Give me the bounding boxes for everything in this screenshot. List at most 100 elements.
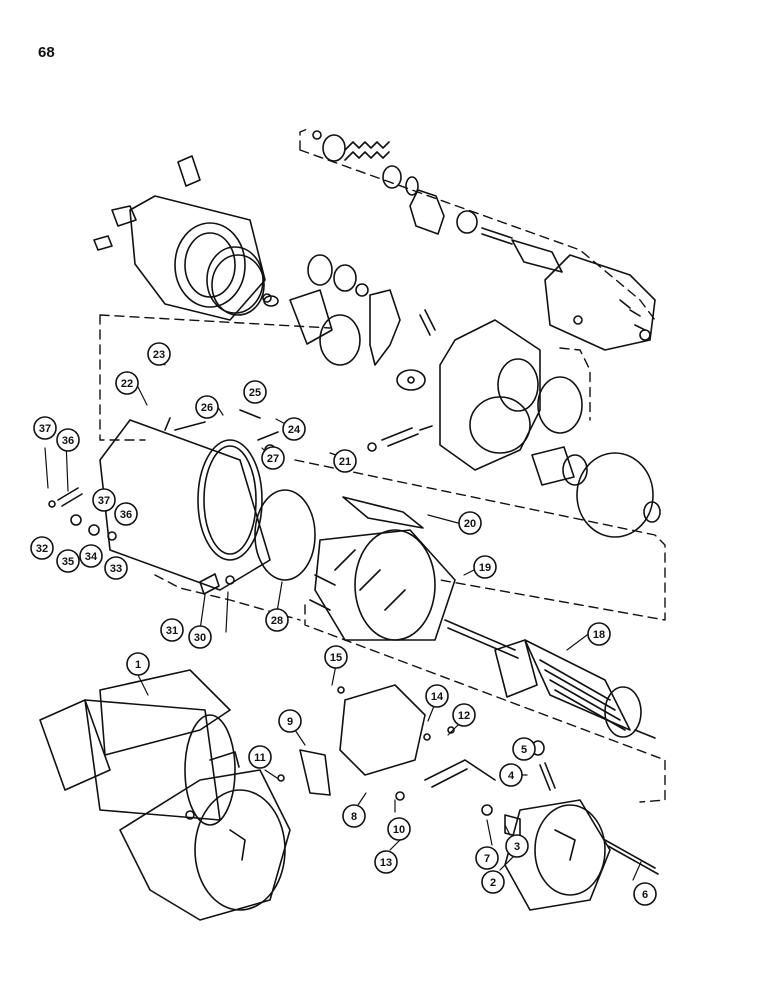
callout-circle <box>104 556 128 580</box>
callout-3: 3 <box>505 834 529 858</box>
callout-circle <box>248 745 272 769</box>
callout-13: 13 <box>374 850 398 874</box>
callout-12: 12 <box>452 703 476 727</box>
callout-20: 20 <box>458 511 482 535</box>
callout-21: 21 <box>333 449 357 473</box>
callout-label: 10 <box>393 824 405 836</box>
callout-label: 25 <box>249 387 261 399</box>
callout-circle <box>333 449 357 473</box>
callout-circle <box>56 428 80 452</box>
callout-label: 15 <box>330 652 342 664</box>
callout-31: 31 <box>160 618 184 642</box>
callout-circle <box>79 544 103 568</box>
callout-36b: 36 <box>114 502 138 526</box>
dashed-assembly-lines <box>99 127 666 803</box>
callout-label: 11 <box>254 752 266 764</box>
callout-label: 34 <box>85 551 98 563</box>
callout-circle <box>160 618 184 642</box>
callout-32: 32 <box>30 536 54 560</box>
callout-label: 6 <box>642 889 648 901</box>
callout-15: 15 <box>324 645 348 669</box>
callout-circle <box>126 652 150 676</box>
intermediate-housing <box>367 319 661 538</box>
callout-2: 2 <box>481 870 505 894</box>
callout-circle <box>342 804 366 828</box>
callout-label: 28 <box>271 615 283 627</box>
callout-circle <box>188 625 212 649</box>
callout-label: 37 <box>98 495 110 507</box>
callout-circle <box>324 645 348 669</box>
callout-label: 22 <box>121 378 133 390</box>
callout-11: 11 <box>248 745 272 769</box>
callout-circle <box>452 703 476 727</box>
callout-label: 27 <box>267 453 279 465</box>
callout-19: 19 <box>473 555 497 579</box>
callout-circle <box>243 380 267 404</box>
callout-circle <box>481 870 505 894</box>
callout-36a: 36 <box>56 428 80 452</box>
callout-label: 7 <box>484 853 490 865</box>
callout-circle <box>282 417 306 441</box>
callout-9: 9 <box>278 709 302 733</box>
callout-circle <box>374 850 398 874</box>
callout-14: 14 <box>425 684 449 708</box>
callout-label: 36 <box>62 435 74 447</box>
callout-label: 36 <box>120 509 132 521</box>
callout-22: 22 <box>115 371 139 395</box>
callout-circle <box>475 846 499 870</box>
callout-circle <box>499 763 523 787</box>
callout-label: 18 <box>593 629 605 641</box>
callout-1: 1 <box>126 652 150 676</box>
drive-end-housing <box>93 155 279 321</box>
callout-25: 25 <box>243 380 267 404</box>
callout-35: 35 <box>56 549 80 573</box>
callout-label: 3 <box>514 841 520 853</box>
callout-label: 24 <box>288 424 301 436</box>
field-frame-22 <box>99 409 279 591</box>
callout-circle <box>278 709 302 733</box>
callout-label: 5 <box>521 744 527 756</box>
callout-8: 8 <box>342 804 366 828</box>
callout-label: 19 <box>479 562 491 574</box>
callout-circle <box>505 834 529 858</box>
callout-6: 6 <box>633 882 657 906</box>
callout-label: 35 <box>62 556 74 568</box>
callout-37a: 37 <box>33 416 57 440</box>
callout-circle <box>512 737 536 761</box>
callout-7: 7 <box>475 846 499 870</box>
callout-circle <box>587 622 611 646</box>
brush-plate-19 <box>309 529 456 641</box>
callout-label: 20 <box>464 518 476 530</box>
callout-label: 37 <box>39 423 51 435</box>
callout-label: 32 <box>36 543 48 555</box>
callout-5: 5 <box>512 737 536 761</box>
callout-37b: 37 <box>92 488 116 512</box>
callout-label: 33 <box>110 563 122 575</box>
callout-circle <box>425 684 449 708</box>
callout-circle <box>458 511 482 535</box>
callout-circle <box>195 395 219 419</box>
callout-label: 21 <box>339 456 351 468</box>
small-parts <box>48 487 659 875</box>
callout-circle <box>56 549 80 573</box>
callout-leaders <box>44 349 642 881</box>
solenoid-switch <box>544 254 656 351</box>
callout-layer: 1234567891011121314151819202122232425262… <box>30 342 657 906</box>
callout-24: 24 <box>282 417 306 441</box>
callout-label: 31 <box>166 625 178 637</box>
callout-circle <box>387 817 411 841</box>
callout-30: 30 <box>188 625 212 649</box>
callout-label: 1 <box>135 659 141 671</box>
armature-18 <box>444 619 656 739</box>
callout-33: 33 <box>104 556 128 580</box>
callout-circle <box>473 555 497 579</box>
callout-circle <box>261 446 285 470</box>
callout-18: 18 <box>587 622 611 646</box>
pinion-drive-parts <box>289 254 436 391</box>
callout-label: 13 <box>380 857 392 869</box>
callout-4: 4 <box>499 763 523 787</box>
callout-circle <box>115 371 139 395</box>
assembled-starter-1 <box>39 669 291 921</box>
callout-label: 4 <box>508 770 515 782</box>
